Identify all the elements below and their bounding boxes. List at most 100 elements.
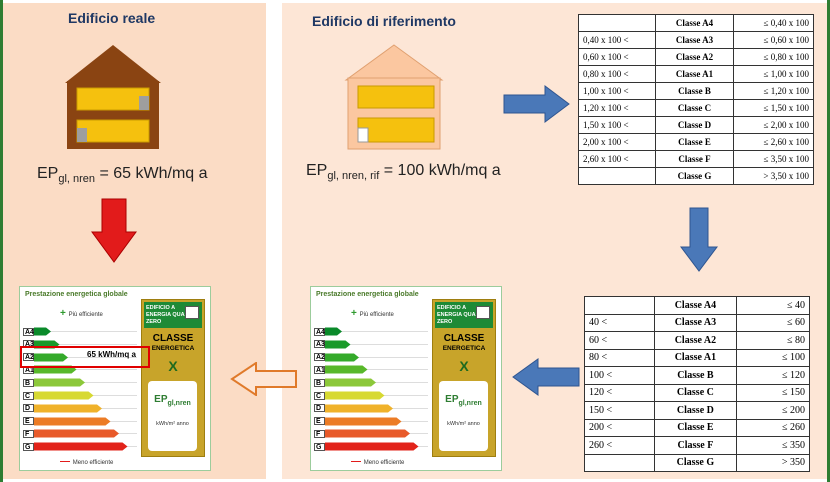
table-row: Classe G> 350 — [584, 453, 810, 472]
table-row: 80 <Classe A1≤ 100 — [584, 348, 810, 367]
table-cell: 0,40 x 100 < — [577, 31, 657, 49]
more-efficient-text: Più efficiente — [359, 312, 394, 318]
table-cell: ≤ 200 — [736, 401, 810, 420]
class-value: X — [459, 358, 469, 374]
table-cell: Classe D — [655, 116, 734, 134]
table-cell: ≤ 80 — [736, 331, 810, 350]
grid-line — [25, 331, 137, 332]
class-arrow — [34, 353, 68, 362]
grid-line — [316, 331, 428, 332]
less-efficient-text: Meno efficiente — [363, 460, 405, 466]
class-bar-b: B — [23, 378, 86, 387]
nzeb-header: EDIFICIO A ENERGIA QUASI ZERO — [435, 302, 493, 328]
marker-value: 65 kWh/mq a — [87, 350, 136, 359]
table-cell: ≤ 60 — [736, 313, 810, 332]
red-down-arrow — [91, 198, 137, 263]
table-cell: Classe B — [653, 366, 738, 385]
class-arrow — [34, 429, 119, 438]
table-cell: 40 < — [584, 313, 655, 332]
table-cell: 1,00 x 100 < — [577, 82, 657, 100]
classe-label: CLASSE — [152, 333, 194, 344]
class-bar-a4: A4 — [314, 327, 343, 336]
class-arrow — [325, 429, 410, 438]
blue-down-arrow — [680, 207, 718, 272]
class-bar-c: C — [314, 391, 386, 400]
table-cell: ≤ 0,40 x 100 — [732, 14, 815, 32]
table-cell — [584, 453, 655, 472]
class-tag: F — [314, 429, 325, 438]
table-cell: 200 < — [584, 418, 655, 437]
class-tag: A3 — [314, 340, 325, 349]
class-bar-g: G — [23, 442, 129, 451]
table-cell: ≤ 2,60 x 100 — [732, 133, 815, 151]
class-arrow — [325, 378, 376, 387]
real-building-icon — [65, 45, 161, 149]
table-row: 120 <Classe C≤ 150 — [584, 383, 810, 402]
energy-label-real: Prestazione energetica globale+ Più effi… — [19, 286, 211, 471]
class-bar-e: E — [23, 417, 112, 426]
real-ep-value: EPgl, nren = 65 kWh/mq a — [37, 165, 208, 186]
class-bar-a4: A4 — [23, 327, 52, 336]
table-row: 60 <Classe A2≤ 80 — [584, 331, 810, 350]
class-tag: D — [23, 404, 34, 413]
nzeb-checkbox — [185, 306, 199, 319]
classe-label: CLASSE — [443, 333, 485, 344]
grid-line — [25, 356, 137, 358]
class-bar-d: D — [23, 404, 103, 413]
class-arrow — [34, 391, 94, 400]
ep-label: EPgl,nren — [148, 394, 197, 407]
class-tag: G — [314, 442, 325, 451]
table-cell: ≤ 3,50 x 100 — [732, 150, 815, 168]
class-arrow — [325, 353, 359, 362]
class-bar-a1: A1 — [314, 365, 369, 374]
table-cell: 260 < — [584, 436, 655, 455]
table-cell: Classe F — [653, 436, 738, 455]
class-tag: C — [23, 391, 34, 400]
class-arrow — [325, 442, 419, 451]
class-tag: C — [314, 391, 325, 400]
highlight-box — [20, 346, 150, 368]
class-arrow — [325, 391, 385, 400]
table-row: 100 <Classe B≤ 120 — [584, 366, 810, 385]
class-tag: A4 — [23, 327, 34, 336]
table-cell: Classe A1 — [653, 348, 738, 367]
table-cell: ≤ 120 — [736, 366, 810, 385]
table-cell: > 350 — [736, 453, 810, 472]
class-arrow — [34, 404, 102, 413]
table-cell: Classe A4 — [655, 14, 734, 32]
class-tag: E — [23, 417, 34, 426]
reference-building-title: Edificio di riferimento — [312, 13, 456, 29]
ep-sub: gl,nren — [167, 400, 191, 407]
table-cell: ≤ 0,60 x 100 — [732, 31, 815, 49]
energetica-label: ENERGETICA — [442, 345, 486, 352]
table-cell: 0,80 x 100 < — [577, 65, 657, 83]
table-cell: ≤ 150 — [736, 383, 810, 402]
label-header: Prestazione energetica globale — [25, 291, 128, 298]
table-cell: 2,60 x 100 < — [577, 150, 657, 168]
plus-icon: + — [60, 308, 69, 319]
table-row: 2,00 x 100 <Classe E≤ 2,60 x 100 — [577, 133, 815, 151]
grid-line — [316, 369, 428, 371]
class-tag: D — [314, 404, 325, 413]
table-cell: Classe A2 — [655, 48, 734, 66]
table-cell: 120 < — [584, 383, 655, 402]
class-tag: A1 — [314, 365, 325, 374]
table-row: 1,20 x 100 <Classe C≤ 1,50 x 100 — [577, 99, 815, 117]
class-arrow — [325, 327, 342, 336]
reference-ep-value: EPgl, nren, rif = 100 kWh/mq a — [306, 162, 501, 183]
table-cell: 60 < — [584, 331, 655, 350]
energetica-label: ENERGETICA — [151, 345, 195, 352]
ep-label: EPgl,nren — [439, 394, 488, 407]
reference-building-icon — [344, 44, 444, 150]
ep-main: EP — [445, 394, 459, 405]
class-arrow — [325, 340, 351, 349]
table-row: Classe A4≤ 0,40 x 100 — [577, 14, 815, 32]
table-cell: 100 < — [584, 366, 655, 385]
plus-icon: + — [351, 308, 360, 319]
table-cell: Classe F — [655, 150, 734, 168]
class-bar-g: G — [314, 442, 420, 451]
table-row: 260 <Classe F≤ 350 — [584, 436, 810, 455]
